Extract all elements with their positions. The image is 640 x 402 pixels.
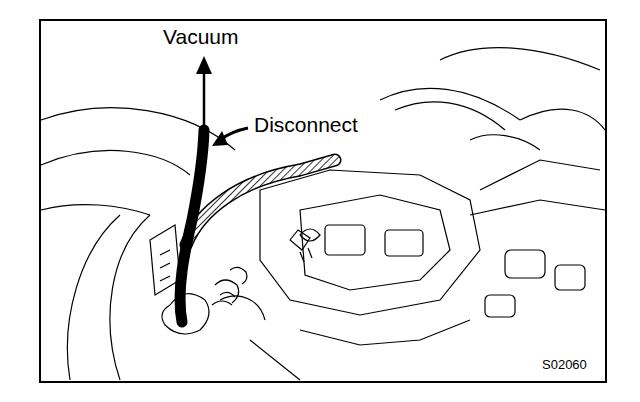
vacuum-arrow: [203, 70, 206, 128]
frame: [40, 20, 606, 382]
action-label: Disconnect: [252, 114, 360, 135]
figure-code: S02060: [542, 358, 587, 371]
hatched-hose: [186, 160, 335, 245]
arrowhead: [212, 131, 228, 146]
flow-label: Vacuum: [163, 26, 238, 47]
engine-outline: [41, 48, 605, 380]
arrowhead: [196, 56, 212, 74]
hose-outline: [186, 160, 335, 245]
vacuum-hose: [180, 130, 204, 322]
